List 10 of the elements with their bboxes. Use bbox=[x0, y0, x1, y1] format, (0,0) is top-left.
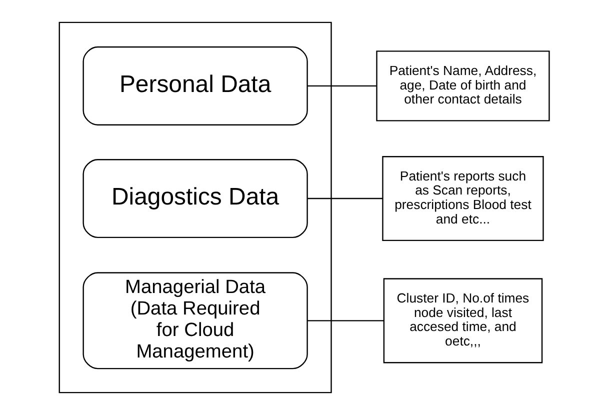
node-box: Managerial Data (Data Required for Cloud Management) bbox=[82, 272, 308, 370]
connector bbox=[308, 320, 384, 322]
node-box: Patient's Name, Address, age, Date of birth and other contact details bbox=[376, 50, 550, 122]
connector bbox=[308, 198, 383, 200]
node-box: Cluster ID, No.of times node visited, last accesed time, and oetc,,, bbox=[383, 278, 543, 364]
node-box: Patient's reports such as Scan reports, prescriptions Blood test and etc... bbox=[382, 156, 544, 242]
connector bbox=[307, 85, 376, 87]
node-box: Diagostics Data bbox=[82, 159, 308, 238]
node-box: Personal Data bbox=[82, 46, 308, 126]
cluster bbox=[58, 22, 332, 394]
